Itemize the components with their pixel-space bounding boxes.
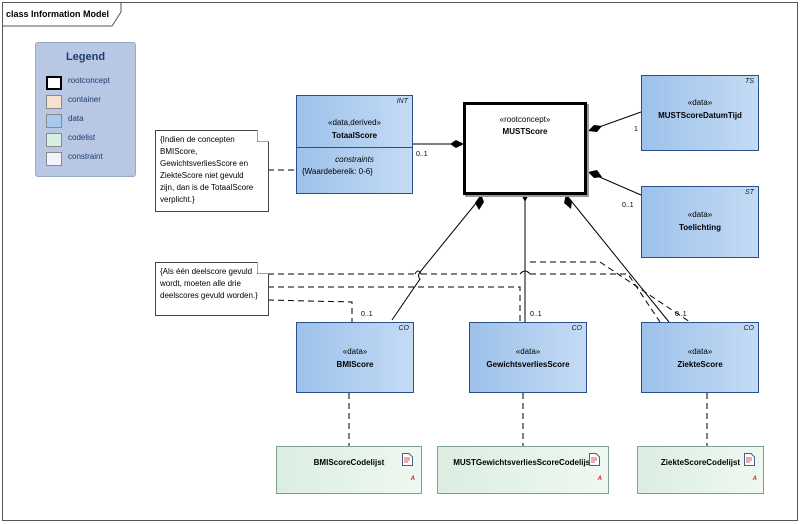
legend-swatch xyxy=(46,76,62,90)
legend-label: codelist xyxy=(68,133,96,142)
note-link-deel-bmi xyxy=(267,299,353,322)
note-line: zijn, dan is de TotaalScore xyxy=(160,183,254,192)
multiplicity-bmi: 0..1 xyxy=(361,311,373,318)
assoc-bmi xyxy=(391,196,482,321)
type-tag: CO xyxy=(398,325,410,332)
constraint-value: {Waardebereik: 0-6} xyxy=(302,167,373,176)
type-tag: INT xyxy=(396,98,408,105)
stereotype: «data,derived» xyxy=(328,118,381,127)
legend-title: Legend xyxy=(65,51,106,63)
note-line: GewichtsverliesScore en xyxy=(160,159,249,168)
legend-swatch xyxy=(46,133,62,147)
note-line: deelscores gevuld worden.} xyxy=(160,291,258,300)
constraints-header: constraints xyxy=(335,155,374,164)
title-tab xyxy=(2,2,122,27)
legend-label: container xyxy=(68,95,101,104)
class-name: Toelichting xyxy=(678,223,722,232)
type-tag: CO xyxy=(743,325,755,332)
stereotype: «rootconcept» xyxy=(499,115,551,124)
stereotype: «data» xyxy=(687,347,713,356)
legend-label: rootconcept xyxy=(68,76,110,85)
class-name: TotaalScore xyxy=(331,131,378,140)
note-deelscore[interactable]: {Als één deelscore gevuld wordt, moeten … xyxy=(155,262,269,316)
diamond-bmi xyxy=(475,194,484,210)
note-fold-icon xyxy=(257,130,269,142)
legend-swatch xyxy=(46,152,62,166)
assoc-ziekte xyxy=(567,196,670,323)
diagram-title: class Information Model xyxy=(6,9,110,19)
class-name: BMIScore xyxy=(336,360,374,369)
note-line: wordt, moeten alle drie xyxy=(160,279,241,288)
legend-label: data xyxy=(68,114,84,123)
multiplicity-datumtijd: 1 xyxy=(634,126,638,133)
compartment-divider xyxy=(297,147,412,148)
type-tag: ST xyxy=(745,189,754,196)
codelist-mustgewichtsverliesscorecodelijst[interactable]: MUSTGewichtsverliesScoreCodelijst A xyxy=(437,446,609,494)
abstract-mark: A xyxy=(752,476,757,482)
note-link-deel-ziekte2 xyxy=(530,261,691,323)
type-tag: CO xyxy=(571,325,583,332)
document-icon xyxy=(402,453,413,466)
class-name: ZiekteScore xyxy=(677,360,723,369)
class-ziektescore[interactable]: CO «data» ZiekteScore xyxy=(641,322,759,393)
multiplicity-toelichting: 0..1 xyxy=(622,202,634,209)
codelist-name: MUSTGewichtsverliesScoreCodelijst xyxy=(453,458,593,467)
legend: Legend rootconcept container data codeli… xyxy=(35,42,136,177)
class-name: GewichtsverliesScore xyxy=(486,360,570,369)
codelist-ziektescorecodelijst[interactable]: ZiekteScoreCodelijst A xyxy=(637,446,764,494)
document-icon xyxy=(744,453,755,466)
hop-1 xyxy=(414,270,422,275)
codelist-name: ZiekteScoreCodelijst xyxy=(660,458,741,467)
class-gewichtsverliesscore[interactable]: CO «data» GewichtsverliesScore xyxy=(469,322,587,393)
class-mustscore[interactable]: «rootconcept» MUSTScore xyxy=(463,102,587,195)
stereotype: «data» xyxy=(687,210,713,219)
abstract-mark: A xyxy=(410,476,415,482)
legend-swatch xyxy=(46,114,62,128)
diamond-datumtijd xyxy=(588,125,602,132)
codelist-name: BMIScoreCodelijst xyxy=(313,458,385,467)
note-line: {Indien de concepten xyxy=(160,135,235,144)
document-icon xyxy=(589,453,600,466)
class-name: MUSTScoreDatumTijd xyxy=(658,111,742,120)
stereotype: «data» xyxy=(515,347,541,356)
legend-label: constraint xyxy=(68,152,103,161)
note-fold-icon xyxy=(257,262,269,274)
stereotype: «data» xyxy=(687,98,713,107)
legend-swatch xyxy=(46,95,62,109)
class-name: MUSTScore xyxy=(502,127,548,136)
class-totaalscore[interactable]: INT «data,derived» TotaalScore constrain… xyxy=(296,95,413,194)
note-line: ZiekteScore niet gevuld xyxy=(160,171,244,180)
hop-2 xyxy=(519,270,531,275)
abstract-mark: A xyxy=(597,476,602,482)
note-link-deel-gewicht xyxy=(268,286,521,322)
diamond-ziekte xyxy=(564,194,572,209)
diamond-totaal xyxy=(450,140,464,148)
diamond-toelichting xyxy=(588,170,602,178)
stereotype: «data» xyxy=(342,347,368,356)
codelist-bmiscorecodelijst[interactable]: BMIScoreCodelijst A xyxy=(276,446,422,494)
type-tag: TS xyxy=(745,78,754,85)
note-line: verplicht.} xyxy=(160,195,195,204)
note-line: {Als één deelscore gevuld xyxy=(160,267,253,276)
note-link-deel-ziekte xyxy=(268,273,661,323)
class-mustscoredatumtijd[interactable]: TS «data» MUSTScoreDatumTijd xyxy=(641,75,759,151)
class-bmiscore[interactable]: CO «data» BMIScore xyxy=(296,322,414,393)
multiplicity-totaal: 0..1 xyxy=(416,151,428,158)
class-toelichting[interactable]: ST «data» Toelichting xyxy=(641,186,759,258)
note-totaalscore[interactable]: {Indien de concepten BMIScore, Gewichtsv… xyxy=(155,130,269,212)
multiplicity-ziekte: 0..1 xyxy=(675,311,687,318)
multiplicity-gewicht: 0..1 xyxy=(530,311,542,318)
note-line: BMIScore, xyxy=(160,147,198,156)
